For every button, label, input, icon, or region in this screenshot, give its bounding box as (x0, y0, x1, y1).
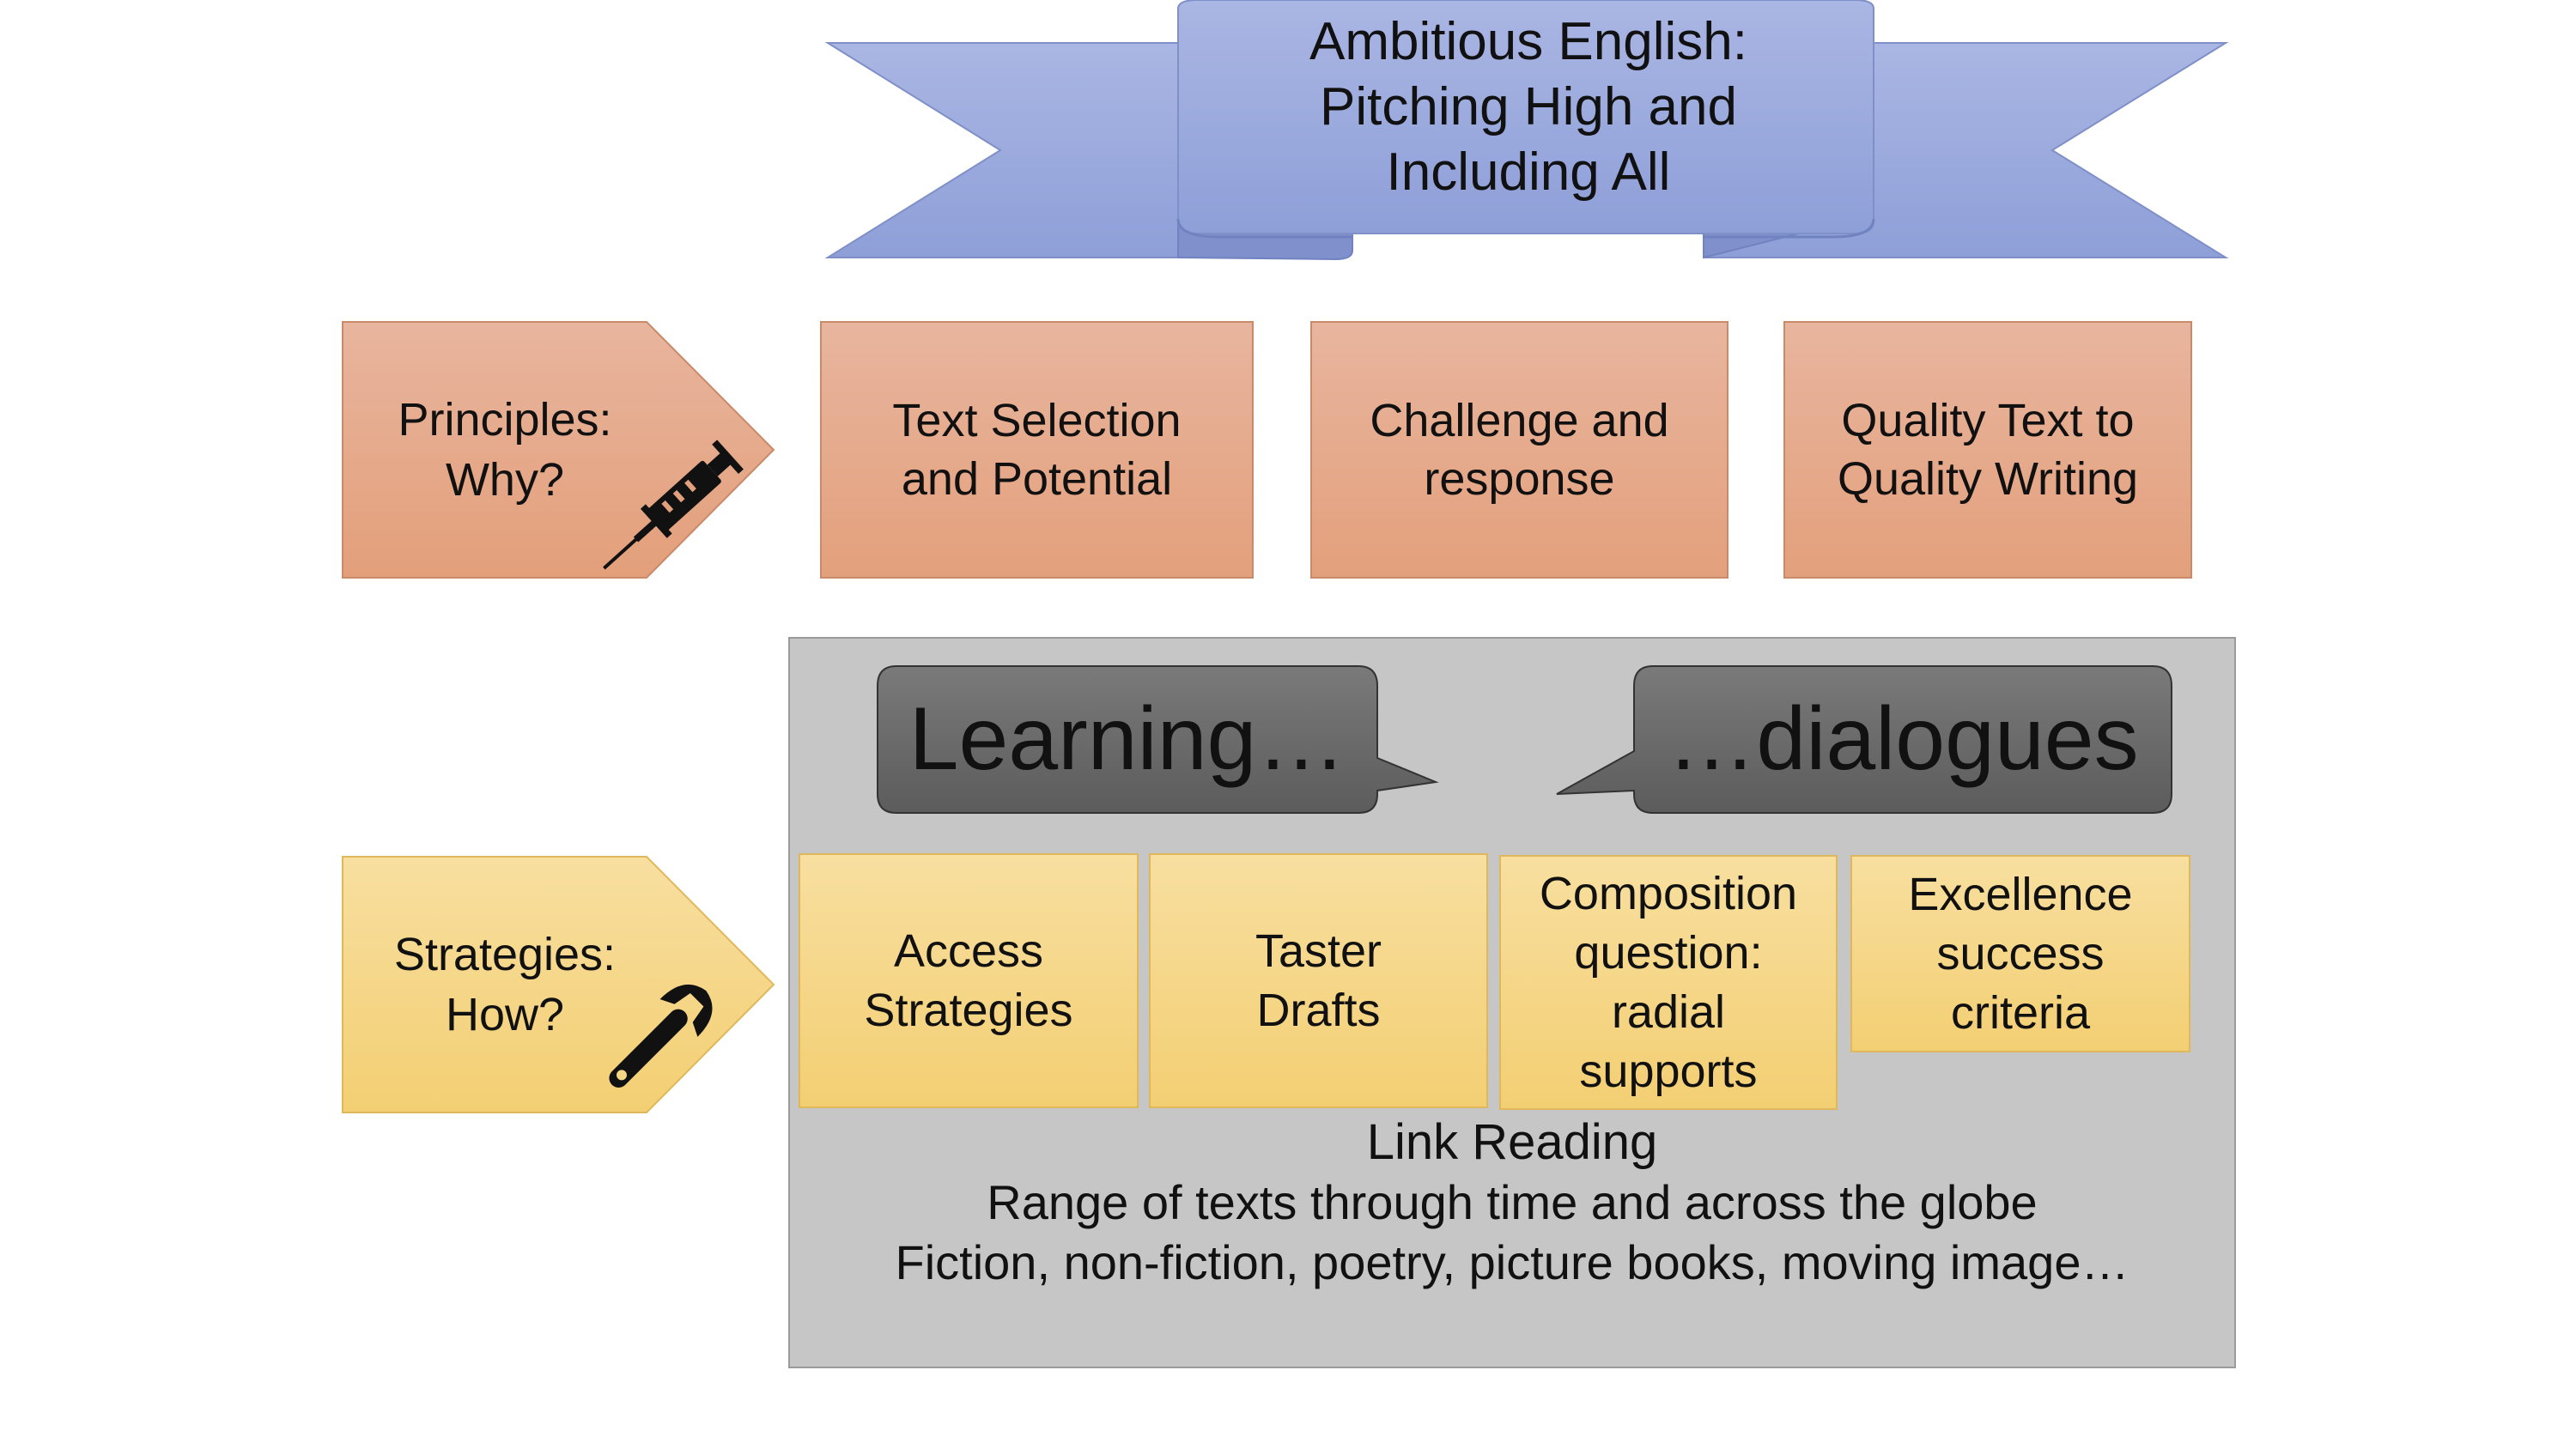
syringe-icon (603, 440, 744, 570)
banner-title: Ambitious English: Pitching High and Inc… (1309, 12, 1748, 202)
banner-ribbon (824, 0, 2229, 261)
principle-text-selection: Text Selection and Potential (820, 321, 1254, 579)
strategy-composition: Composition question: radial supports (1499, 855, 1838, 1110)
learning-bubble (877, 665, 1439, 814)
dialogues-bubble-text: …dialogues (1667, 688, 2139, 789)
principle-challenge: Challenge and response (1310, 321, 1728, 579)
reading-line-1: Range of texts through time and across t… (987, 1175, 2038, 1229)
strategy-access: Access Strategies (799, 853, 1139, 1108)
reading-line-2: Fiction, non-fiction, poetry, picture bo… (895, 1235, 2129, 1289)
wrench-icon (609, 985, 713, 1088)
dialogues-bubble (1556, 665, 2172, 814)
principles-label: Principles: Why? (398, 394, 612, 506)
principle-quality-text: Quality Text to Quality Writing (1783, 321, 2192, 579)
strategies-arrow (342, 856, 775, 1113)
strategies-label: Strategies: How? (393, 929, 617, 1040)
reading-heading: Link Reading (1366, 1114, 1658, 1170)
strategy-taster-drafts: Taster Drafts (1149, 853, 1488, 1108)
learning-bubble-text: Learning… (908, 688, 1346, 789)
strategy-excellence: Excellence success criteria (1850, 855, 2190, 1052)
